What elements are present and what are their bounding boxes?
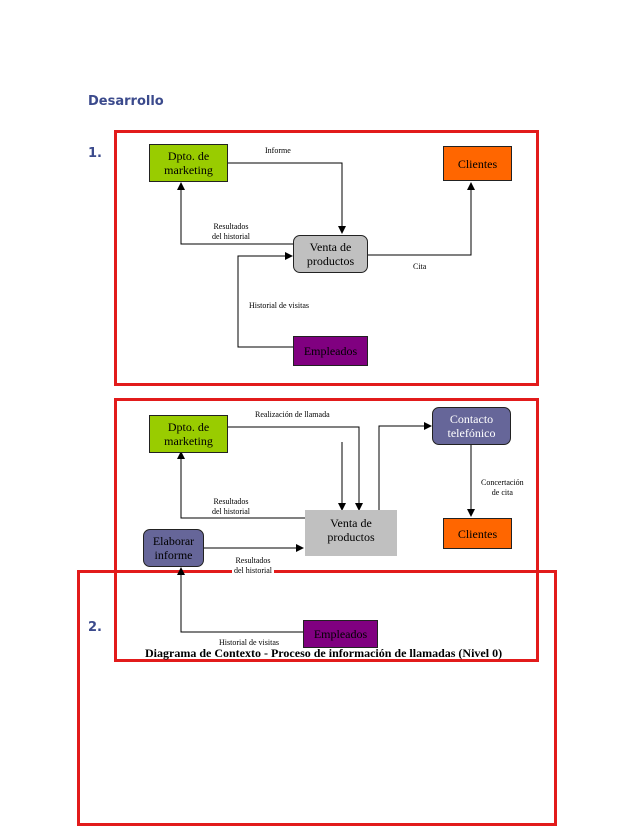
node-empleados-1: Empleados [293,336,368,366]
frame-section-2 [77,570,557,826]
label-historial-2: Historial de visitas [219,638,279,648]
label-informe: Informe [265,146,291,155]
section-heading: Desarrollo [88,94,164,109]
node-empleados-2: Empleados [303,620,378,648]
flow-historial-1 [237,252,293,348]
flow-historial-2 [177,567,303,633]
flow-cita [367,182,475,256]
item-number-1: 1. [88,146,102,161]
label-cita: Cita [413,262,427,271]
item-number-2: 2. [88,620,102,635]
flow-resultados-2 [177,451,306,519]
label-resultados-3: Resultados del historial [232,556,274,576]
node-clientes-2: Clientes [443,518,512,549]
flow-resultados-1 [177,182,294,245]
node-dpto-marketing-1: Dpto. de marketing [149,144,228,182]
frame-diagram-1 [114,130,539,386]
flow-realizacion-a [228,426,363,511]
node-venta-productos-1: Venta de productos [293,235,368,273]
flow-contacto [378,422,432,510]
diagram-caption: Diagrama de Contexto - Proceso de inform… [145,646,503,660]
label-historial-1: Historial de visitas [249,301,309,310]
label-concertacion-cita: Concertación de cita [481,478,524,497]
label-resultados-2: Resultados del historial [212,497,250,516]
label-resultados-1: Resultados del historial [212,222,250,241]
node-clientes-1: Clientes [443,146,512,181]
flow-informe [228,162,346,234]
frame-diagram-2 [114,398,539,662]
node-venta-productos-2: Venta de productos [305,510,397,556]
node-dpto-marketing-2: Dpto. de marketing [149,415,228,453]
node-contacto-telefonico: Contacto telefónico [432,407,511,445]
node-elaborar-informe: Elaborar informe [143,529,204,567]
label-realizacion-llamada: Realización de llamada [255,410,330,419]
